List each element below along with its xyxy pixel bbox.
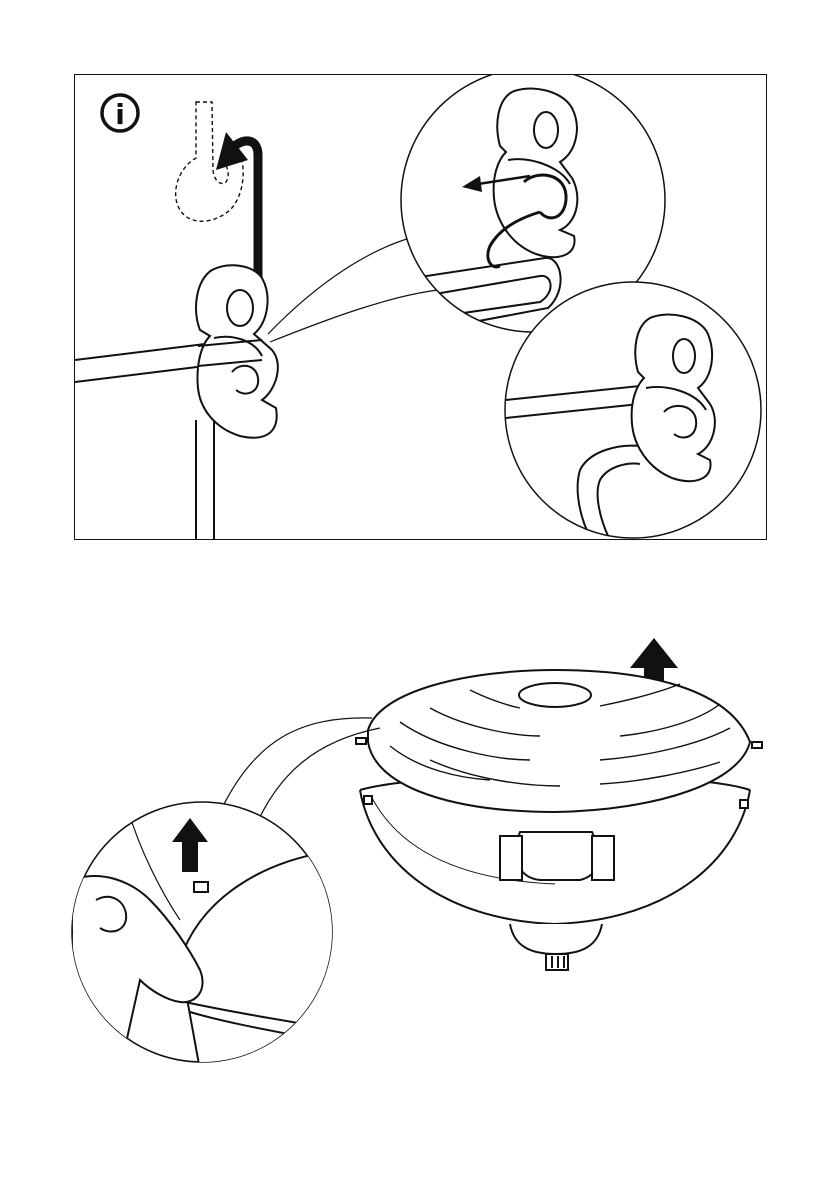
hook-scene: i [75,68,761,540]
lamp-wire-icon [75,344,214,540]
lamp-scene [72,638,762,1070]
info-letter: i [115,98,125,131]
bracket-icon [196,265,278,437]
info-icon: i [102,95,138,131]
zoom-detail-hooked [505,282,761,540]
zoom-detail-lift [72,802,340,1070]
